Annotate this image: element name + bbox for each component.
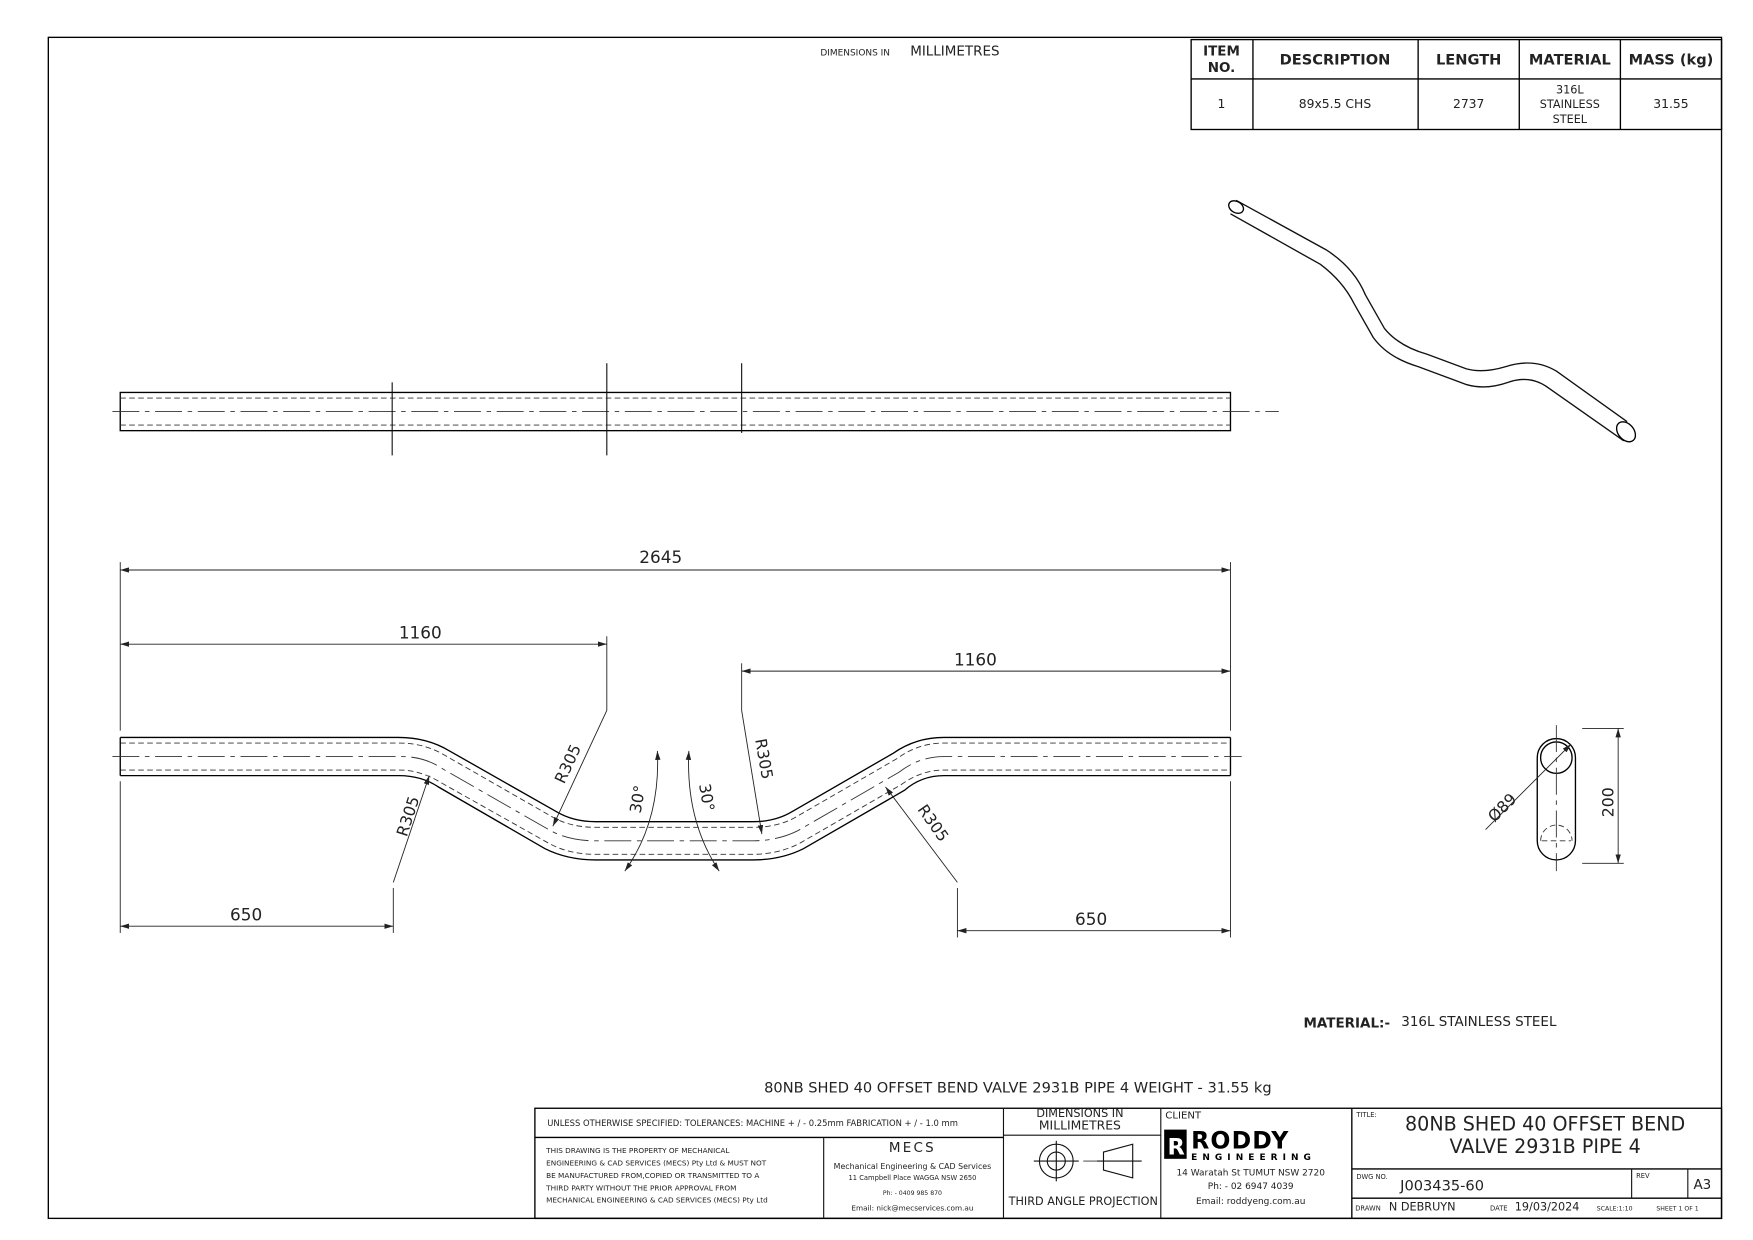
bom-header-material: MATERIAL: [1529, 51, 1611, 68]
text-label: DIMENSIONS IN: [820, 48, 890, 58]
dim-right-650: 650: [1075, 909, 1107, 929]
text-label: ENGINEERING: [1191, 1153, 1316, 1163]
radius-label-4: R305: [914, 801, 953, 845]
text-label: 11 Campbell Place WAGGA NSW 2650: [848, 1174, 976, 1182]
sheet-size: A3: [1693, 1177, 1711, 1193]
text-label: MATERIAL:-: [1304, 1015, 1391, 1031]
bom-length: 2737: [1453, 97, 1484, 111]
bom-material-2: STAINLESS: [1540, 98, 1600, 111]
end-view: 200 Ø89: [1484, 725, 1624, 872]
tolerances-note: UNLESS OTHERWISE SPECIFIED: TOLERANCES: …: [547, 1118, 958, 1128]
bom-table: ITEM NO. DESCRIPTION LENGTH MATERIAL MAS…: [1190, 38, 1723, 131]
top-view: [112, 363, 1279, 456]
text-label: RODDY: [1191, 1127, 1289, 1155]
bom-header-mass: MASS (kg): [1629, 51, 1714, 68]
radius-label-2: R305: [551, 741, 586, 786]
dim-left-650: 650: [230, 905, 262, 925]
drawn-by: N DEBRUYN: [1389, 1201, 1456, 1214]
dim-right-1160: 1160: [954, 650, 997, 670]
bom-header-item: ITEM: [1203, 43, 1240, 59]
dwg-no: J003435-60: [1399, 1177, 1484, 1194]
bom-item: 1: [1218, 97, 1226, 111]
title-block-dims-in: DIMENSIONS IN: [1036, 1107, 1123, 1120]
header-dimensions-note: DIMENSIONS IN MILLIMETRES: [820, 43, 999, 59]
text-label: BE MANUFACTURED FROM,COPIED OR TRANSMITT…: [546, 1171, 759, 1180]
client-email: Email: roddyeng.com.au: [1196, 1197, 1305, 1207]
text-label: THIS DRAWING IS THE PROPERTY OF MECHANIC…: [545, 1146, 730, 1155]
drawing-date: 19/03/2024: [1515, 1201, 1580, 1214]
text-label: THIRD PARTY WITHOUT THE PRIOR APPROVAL F…: [545, 1183, 736, 1192]
isometric-view: [1228, 199, 1637, 443]
dim-overall-length: 2645: [639, 547, 682, 567]
property-notice: THIS DRAWING IS THE PROPERTY OF MECHANIC…: [545, 1146, 768, 1204]
material-note: MATERIAL:- 316L STAINLESS STEEL: [1304, 1014, 1557, 1031]
projection-label: THIRD ANGLE PROJECTION: [1008, 1195, 1158, 1208]
bom-material-3: STEEL: [1553, 113, 1588, 126]
text-label: MECHANICAL ENGINEERING & CAD SERVICES (M…: [546, 1196, 768, 1205]
bom-mass: 31.55: [1653, 97, 1688, 111]
drawing-title-line-1: 80NB SHED 40 OFFSET BEND: [1405, 1113, 1685, 1136]
dwg-no-label: DWG NO.: [1356, 1173, 1387, 1181]
title-label: TITLE:: [1355, 1111, 1377, 1119]
text-label: Mechanical Engineering & CAD Services: [834, 1162, 992, 1171]
bom-header-length: LENGTH: [1436, 51, 1501, 68]
text-label: Email: nick@mecservices.com.au: [851, 1204, 973, 1213]
mecs-block: MECS Mechanical Engineering & CAD Servic…: [834, 1140, 992, 1212]
third-angle-projection-icon: [1033, 1140, 1142, 1182]
date-label: DATE: [1490, 1205, 1508, 1213]
angle-label-1: 30°: [626, 784, 650, 815]
text-label: 316L STAINLESS STEEL: [1401, 1014, 1557, 1030]
radius-label-3: R305: [751, 737, 777, 781]
text-label: R: [1168, 1134, 1185, 1160]
text-label: Ph: - 0409 985 870: [883, 1190, 942, 1197]
dim-left-1160: 1160: [399, 623, 442, 643]
end-view-height: 200: [1599, 787, 1618, 817]
bom-material-1: 316L: [1556, 84, 1584, 97]
bom-header-no: NO.: [1208, 60, 1236, 76]
radius-label-1: R305: [393, 794, 424, 839]
sheet-border: [47, 36, 1723, 1220]
end-view-diameter: Ø89: [1484, 789, 1520, 825]
front-view: 2645 1160 1160 650 650 R305 R305 R305 R3…: [112, 547, 1242, 938]
roddy-logo: R RODDY ENGINEERING: [1164, 1127, 1316, 1163]
mecs-logo: MECS: [889, 1140, 936, 1156]
drawn-label: DRAWN: [1355, 1205, 1381, 1213]
scale: SCALE:1:10: [1597, 1206, 1633, 1213]
client-label: CLIENT: [1165, 1110, 1202, 1121]
drawing-title-line-2: VALVE 2931B PIPE 4: [1449, 1135, 1640, 1158]
rev-label: REV: [1636, 1172, 1650, 1180]
text-label: MILLIMETRES: [910, 43, 999, 59]
text-label: ENGINEERING & CAD SERVICES (MECS) Pty Lt…: [546, 1159, 767, 1168]
bom-description: 89x5.5 CHS: [1299, 97, 1372, 111]
title-block-dims-units: MILLIMETRES: [1039, 1119, 1121, 1133]
bom-header-description: DESCRIPTION: [1280, 51, 1391, 68]
title-block: UNLESS OTHERWISE SPECIFIED: TOLERANCES: …: [534, 1107, 1723, 1220]
client-address: 14 Waratah St TUMUT NSW 2720: [1176, 1169, 1325, 1179]
angle-label-2: 30°: [695, 782, 719, 813]
weight-note: 80NB SHED 40 OFFSET BEND VALVE 2931B PIP…: [764, 1080, 1271, 1097]
sheet-number: SHEET 1 OF 1: [1656, 1206, 1698, 1213]
client-phone: Ph: - 02 6947 4039: [1208, 1182, 1294, 1192]
